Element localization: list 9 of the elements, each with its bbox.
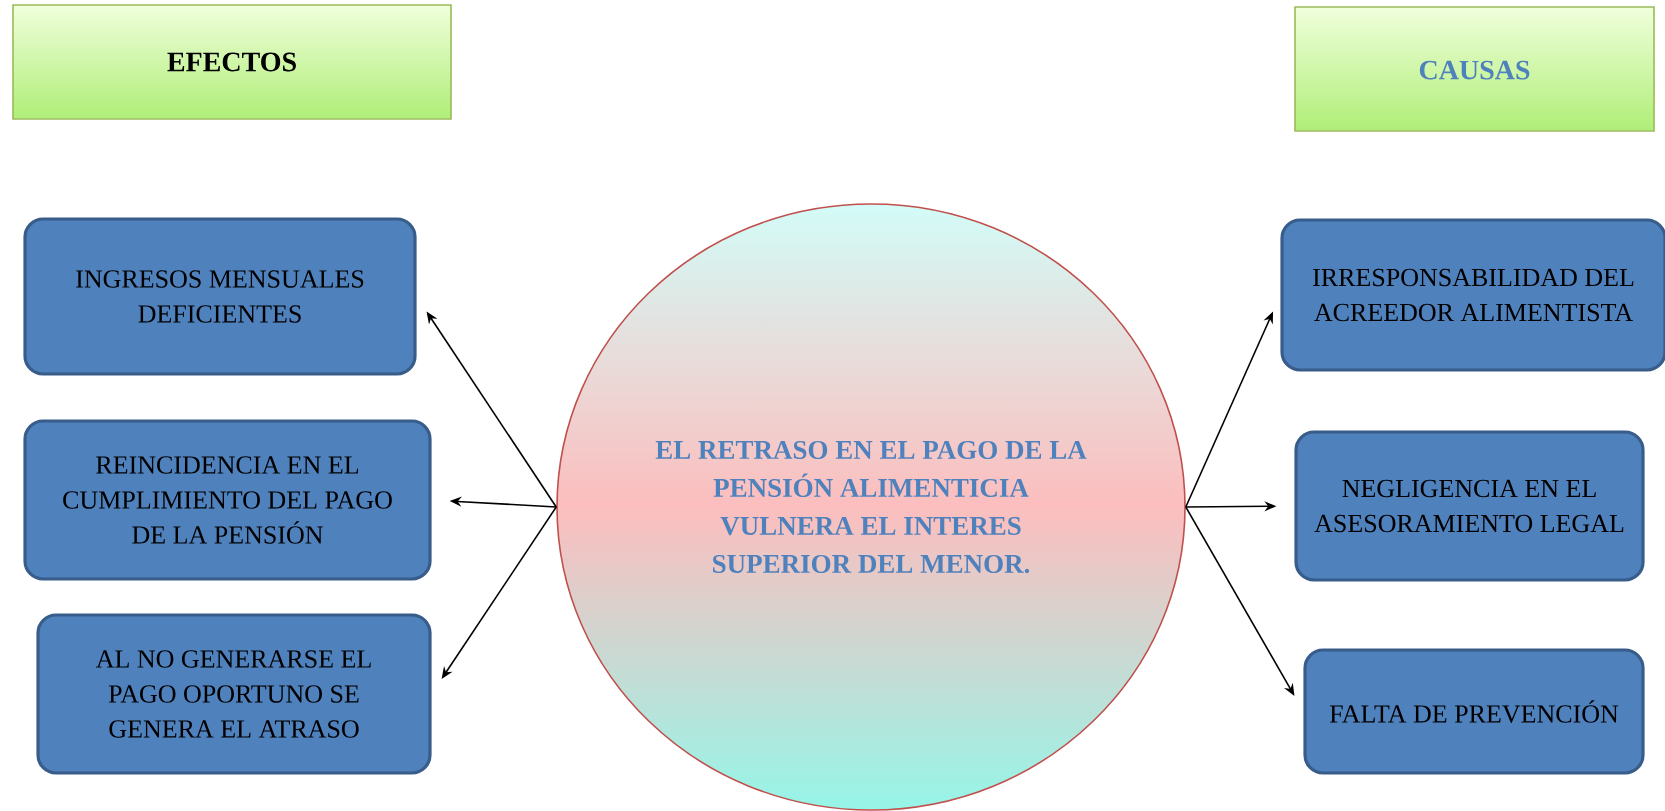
- arrow: [441, 506, 557, 679]
- heading-box: CAUSAS: [1294, 6, 1655, 132]
- process-box: REINCIDENCIA EN EL CUMPLIMIENTO DEL PAGO DE LA PENSIÓN: [23, 419, 432, 581]
- heading-box: EFECTOS: [12, 4, 452, 120]
- process-box: INGRESOS MENSUALES DEFICIENTES: [23, 217, 417, 376]
- process-box: NEGLIGENCIA EN EL ASESORAMIENTO LEGAL: [1294, 430, 1645, 582]
- process-box: AL NO GENERARSE EL PAGO OPORTUNO SE GENERA EL ATRASO: [36, 613, 432, 775]
- process-box: IRRESPONSABILIDAD DEL ACREEDOR ALIMENTISTA: [1280, 218, 1665, 372]
- process-box: FALTA DE PREVENCIÓN: [1303, 648, 1645, 775]
